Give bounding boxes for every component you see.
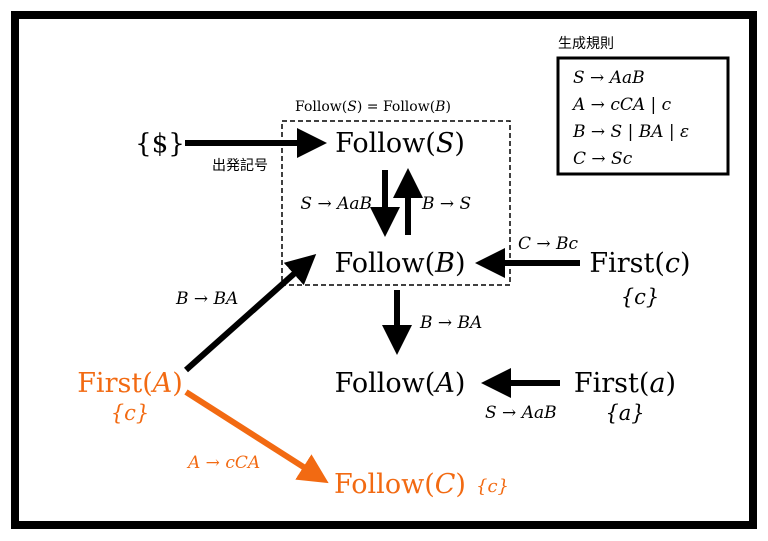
first-c-set: {c} [621, 285, 659, 309]
arrow-firstA-to-b [184, 254, 317, 373]
equivalence-box [281, 120, 511, 286]
first-a-terminal-set: {a} [605, 401, 644, 425]
edge-label: B → BA [175, 289, 238, 309]
node-follow-s: Follow(S) [335, 128, 465, 159]
node-first-A: First(A) [77, 368, 183, 399]
arrow-firstA-to-c [184, 389, 329, 484]
node-first-c: First(c) [589, 248, 690, 279]
node-follow-c: Follow(C) [334, 469, 466, 500]
start-set: {$} [135, 129, 185, 159]
edge-label: S → AaB [300, 194, 372, 214]
edge-label: C → Bc [518, 234, 579, 254]
legend-rule: A → cCA | c [571, 95, 672, 115]
legend-rule: C → Sc [573, 149, 633, 169]
legend-rule: B → S | BA | ε [572, 122, 689, 142]
edge-label: S → AaB [485, 403, 557, 423]
edge-label: B → S [421, 194, 471, 214]
outer-frame [11, 11, 757, 529]
first-A-set: {c} [111, 401, 149, 425]
equality-label: Follow(S) = Follow(B) [295, 99, 451, 115]
follow-c-set: {c} [476, 476, 509, 497]
legend-box [556, 56, 730, 176]
node-follow-b: Follow(B) [334, 248, 465, 279]
node-follow-a: Follow(A) [335, 368, 466, 399]
edge-label: B → BA [419, 313, 482, 333]
start-label: 出発記号 [212, 157, 268, 174]
edge-label: A → cCA [186, 453, 260, 473]
legend-rule: S → AaB [573, 68, 645, 88]
legend-title: 生成規則 [558, 36, 614, 52]
node-first-a-terminal: First(a) [574, 368, 676, 399]
